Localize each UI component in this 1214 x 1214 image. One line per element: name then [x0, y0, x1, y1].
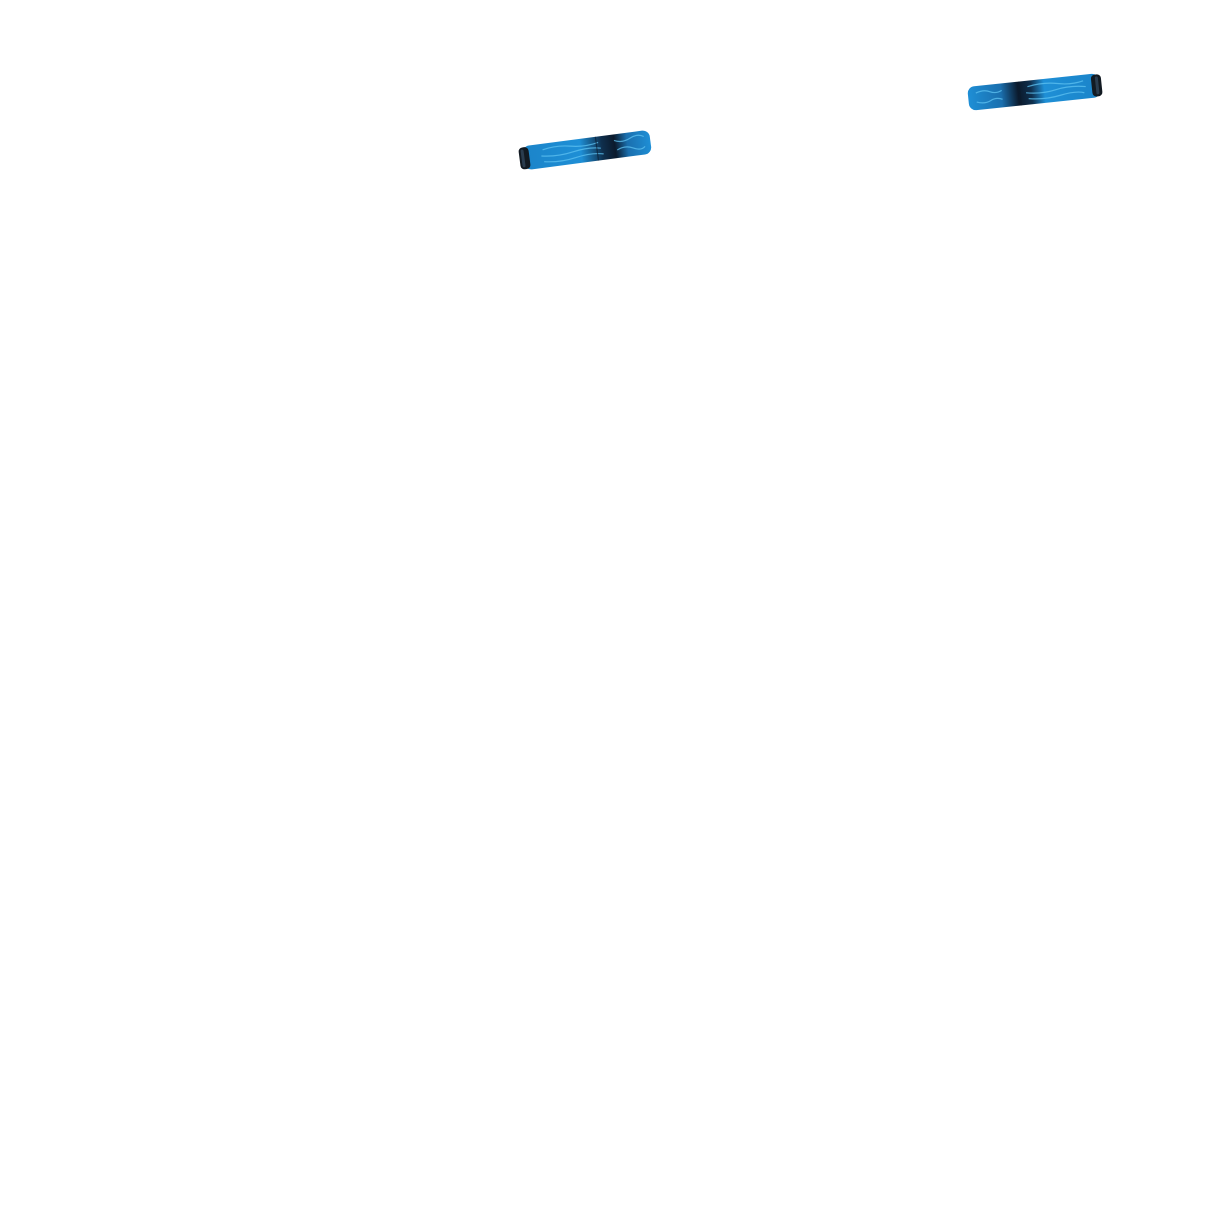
handlebar-grip-right — [967, 73, 1103, 111]
handlebar-grip-left — [518, 130, 652, 170]
